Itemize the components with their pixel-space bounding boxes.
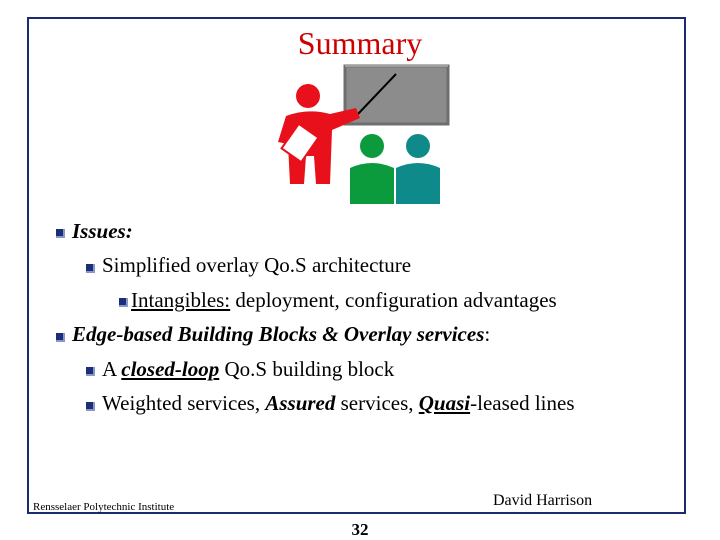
closed-loop-rest: Qo.S building block [219,357,395,381]
square-bullet-icon [119,298,128,307]
bullet-intangibles: Intangibles: deployment, configuration a… [131,287,557,313]
bullet-simplified-architecture: Simplified overlay Qo.S architecture [102,253,412,277]
weighted-part2: services, [335,391,419,415]
square-bullet-icon [86,402,95,411]
square-bullet-icon [86,367,95,376]
page-number: 32 [351,520,369,539]
footer-institution: Rensselaer Polytechnic Institute [33,501,175,513]
bullet-edge-based: Edge-based Building Blocks & Overlay ser… [72,321,490,347]
intangibles-label: Intangibles: [131,288,231,312]
intangibles-rest: deployment, configuration advantages [230,288,557,312]
edge-label: Edge-based Building Blocks & Overlay ser… [72,322,485,346]
slide-frame [27,17,686,514]
bullet-issues: Issues: [72,219,133,243]
closed-loop-prefix: A [102,357,122,381]
weighted-quasi: Quasi [418,391,471,415]
weighted-part1: Weighted services, [102,391,266,415]
bullet-weighted-services: Weighted services, Assured services, Qua… [102,390,575,416]
square-bullet-icon [56,229,65,238]
slide-title: Summary [297,25,423,61]
weighted-part3: -leased lines [470,391,575,415]
footer-author: David Harrison [493,492,593,509]
square-bullet-icon [56,333,65,342]
weighted-assured: Assured [265,391,336,415]
edge-colon: : [484,322,491,346]
square-bullet-icon [86,264,95,273]
bullet-closed-loop: A closed-loop Qo.S building block [102,356,394,382]
closed-loop-emphasis: closed-loop [121,357,220,381]
presenter-at-whiteboard-icon [278,64,450,204]
